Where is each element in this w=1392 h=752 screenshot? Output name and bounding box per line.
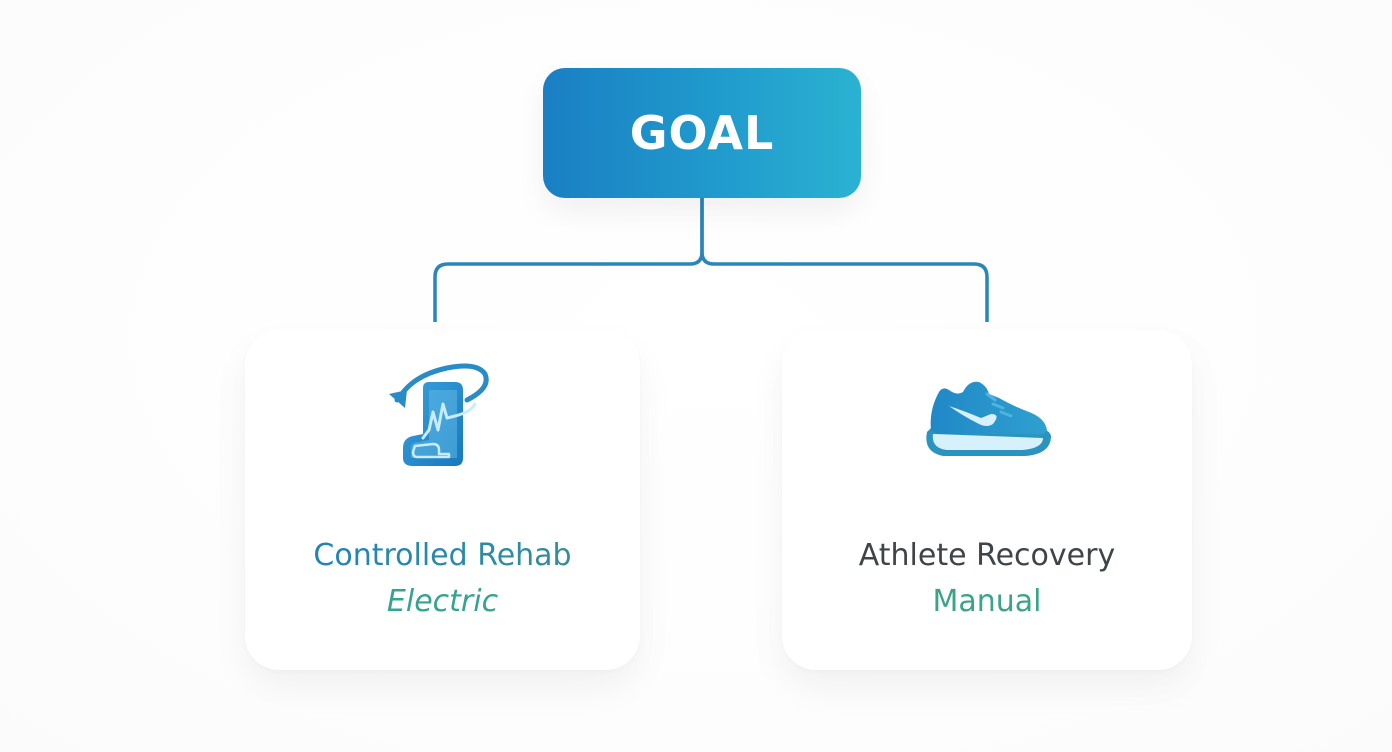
branch-card-controlled-rehab: Controlled Rehab Electric: [245, 330, 640, 670]
goal-label: GOAL: [629, 106, 775, 160]
branch-card-athlete-recovery: Athlete Recovery Manual: [782, 330, 1192, 670]
goal-node: GOAL: [543, 68, 861, 198]
running-shoe-icon: [926, 381, 1051, 456]
branch-subtitle: Electric: [386, 584, 499, 619]
rehab-device-icon: [388, 363, 489, 466]
branch-subtitle: Manual: [932, 584, 1042, 619]
branch-title: Athlete Recovery: [858, 538, 1116, 573]
branch-title: Controlled Rehab: [245, 538, 640, 573]
